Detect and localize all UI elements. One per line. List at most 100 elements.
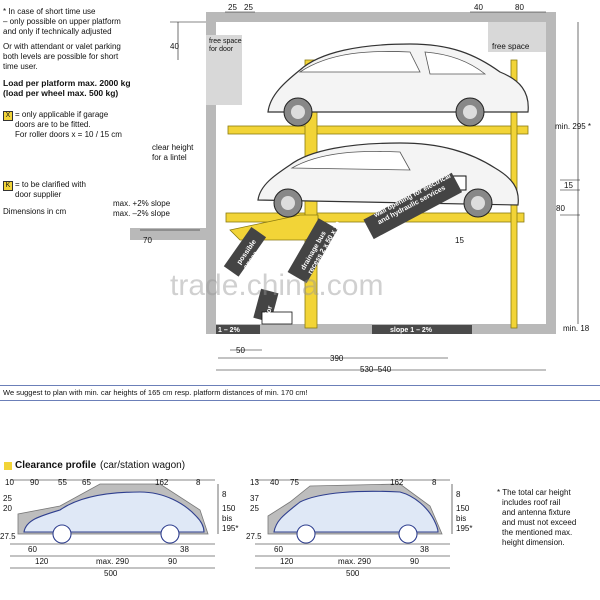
note-line4: Or with attendant or valet parking: [3, 42, 121, 51]
x-legend-line3: For roller doors x = 10 / 15 cm: [15, 130, 122, 139]
min-18-label: min. 18: [563, 324, 590, 333]
note-line3: and only if technically adjusted: [3, 27, 112, 36]
left-wall: [206, 12, 216, 334]
wagon-bot-120: 120: [280, 557, 294, 566]
dim-530-540: 530–540: [360, 365, 392, 374]
car-bot-500: 500: [104, 569, 118, 578]
free-space-label: free space: [492, 42, 530, 51]
wagon-top-162: 162: [390, 478, 404, 487]
free-space-door-label: free space for door: [209, 38, 242, 53]
banner-text: We suggest to plan with min. car heights…: [3, 388, 308, 397]
dim-15-right: 15: [564, 181, 573, 190]
wagon-top-8: 8: [432, 478, 437, 487]
clearance-title: Clearance profile: [15, 460, 97, 471]
free-space-box: [488, 22, 546, 52]
car-right-195: 195*: [222, 524, 239, 533]
footnote-line4: and must not exceed: [502, 518, 577, 527]
dim-80-right: 80: [556, 204, 565, 213]
load-line2: (load per wheel max. 500 kg): [3, 88, 119, 98]
wagon-top-75: 75: [290, 478, 299, 487]
section-drawing: [130, 11, 580, 371]
wagon-right-bis: bis: [456, 514, 467, 523]
wagon-top-40: 40: [270, 478, 279, 487]
k-legend-line1: = to be clarified with: [15, 180, 86, 189]
car-top-65: 65: [82, 478, 91, 487]
free-space-door-box: [206, 35, 242, 105]
dim-15-post: 15: [455, 236, 464, 245]
footnote-line3: and antenna fixture: [502, 508, 571, 517]
footnote-line5: the mentioned max.: [502, 528, 573, 537]
x-legend-line1: = only applicable if garage: [15, 110, 109, 119]
wagon-bot-60: 60: [274, 545, 283, 554]
right-wall: [546, 12, 556, 334]
note-line2: – only possible on upper platform: [3, 17, 121, 26]
dim-50: 50: [236, 346, 245, 355]
driveway-slab: [130, 228, 210, 240]
ceiling-slab: [216, 12, 556, 22]
slope-neg-label: max. –2% slope: [113, 209, 170, 218]
dim-70: 70: [143, 236, 152, 245]
load-line1: Load per platform max. 2000 kg: [3, 78, 131, 88]
car-left-25: 25: [3, 494, 12, 503]
wagon-bot-500: 500: [346, 569, 360, 578]
suction-banner: [223, 226, 267, 277]
slope-pos-label: max. +2% slope: [113, 199, 171, 208]
car-bot-60: 60: [28, 545, 37, 554]
wagon-bot-290: max. 290: [338, 557, 371, 566]
car-right-150: 150: [222, 504, 236, 513]
wagon-right-195: 195*: [456, 524, 473, 533]
car-bot-290: max. 290: [96, 557, 129, 566]
drainage-banner: [287, 218, 338, 283]
note-line5: both levels are possible for short: [3, 52, 119, 61]
car-profile: [10, 479, 219, 569]
wagon-profile: [255, 479, 453, 569]
car-left-27-5: 27.5: [0, 532, 16, 541]
car-bot-38: 38: [180, 545, 189, 554]
car-bot-90: 90: [168, 557, 177, 566]
note-line1: * In case of short time use: [3, 7, 96, 16]
note-line6: time user.: [3, 62, 38, 71]
wagon-left-25: 25: [250, 504, 259, 513]
x-legend-square: X: [3, 111, 13, 121]
clear-height-line2: for a lintel: [152, 153, 187, 162]
dim-40-left: 40: [170, 42, 179, 51]
dim-40-top: 40: [474, 3, 483, 12]
wall-opening-banner: [363, 172, 463, 240]
wagon-right-150: 150: [456, 504, 470, 513]
upper-platform: [227, 125, 529, 135]
clearance-square-icon: [4, 462, 12, 470]
car-top-10: 10: [5, 478, 14, 487]
car-top-8: 8: [196, 478, 201, 487]
wagon-right-8: 8: [456, 490, 461, 499]
dim-25b: 25: [244, 3, 253, 12]
slope-left-label: 1 – 2%: [218, 327, 240, 334]
car-right-8: 8: [222, 490, 227, 499]
clearance-drawings: [10, 479, 453, 569]
wagon-bot-90: 90: [410, 557, 419, 566]
wagon-top-13: 13: [250, 478, 259, 487]
banner-bottom-rule: [0, 400, 600, 401]
min-295-label: min. 295 *: [555, 122, 592, 131]
car-right-bis: bis: [222, 514, 233, 523]
footnote-line6: height dimension.: [502, 538, 565, 547]
dim-25a: 25: [228, 3, 237, 12]
watermark: trade.china.com: [170, 269, 384, 302]
slope-right-label: slope 1 – 2%: [390, 327, 433, 334]
clearance-subtitle: (car/station wagon): [100, 460, 186, 471]
footnote-line2: includes roof rail: [502, 498, 561, 507]
dim-80-top: 80: [515, 3, 524, 12]
car-top-90: 90: [30, 478, 39, 487]
car-left-20: 20: [3, 504, 12, 513]
k-legend-line2: door supplier: [15, 190, 62, 199]
banner-top-rule: [0, 385, 600, 386]
footnote-line1: * The total car height: [497, 488, 571, 497]
dimensions-note: Dimensions in cm: [3, 207, 67, 216]
car-top-55: 55: [58, 478, 67, 487]
wagon-left-27-5: 27.5: [246, 532, 262, 541]
wagon-bot-38: 38: [420, 545, 429, 554]
dim-390: 390: [330, 354, 344, 363]
x-legend-line2: doors are to be fitted.: [15, 120, 91, 129]
car-top-162: 162: [155, 478, 169, 487]
upper-car: [267, 43, 529, 127]
